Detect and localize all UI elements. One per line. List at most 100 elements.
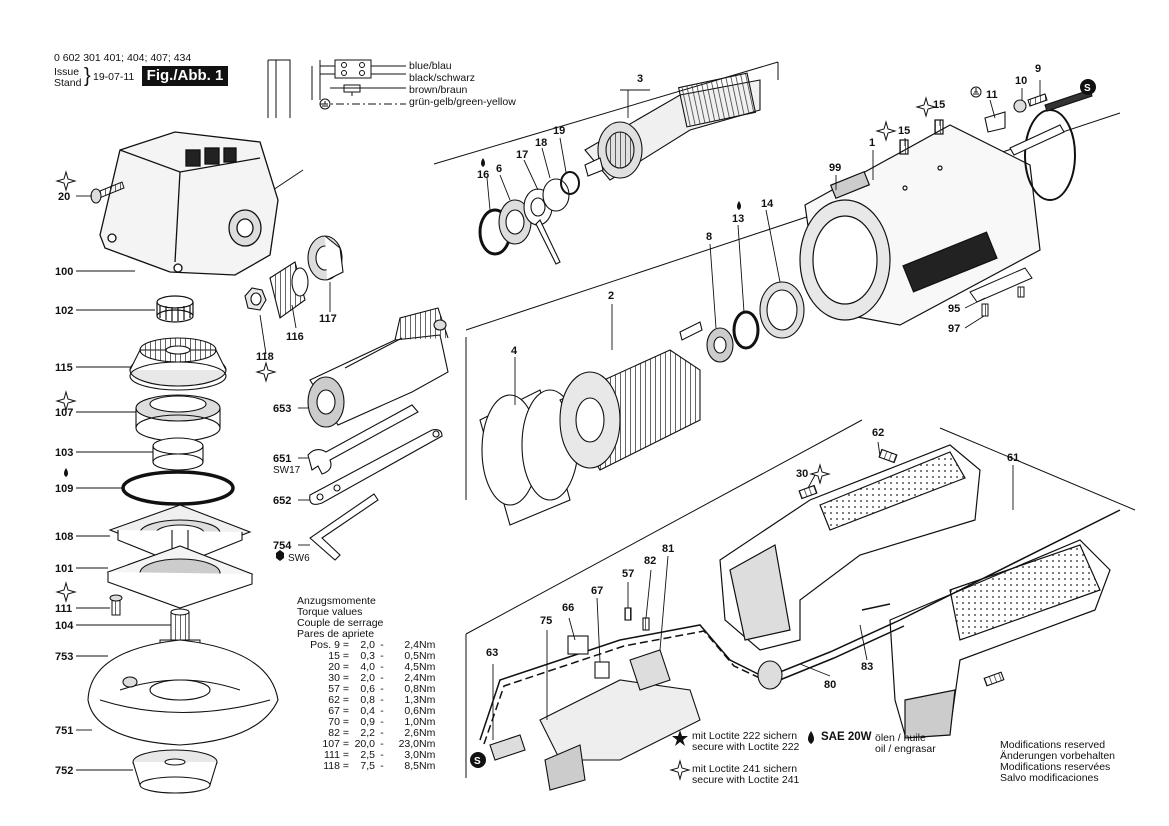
label-66: 66 bbox=[562, 602, 574, 614]
torque-sep: - bbox=[380, 716, 384, 728]
label-63: 63 bbox=[486, 647, 498, 659]
torque-pos: 67 = bbox=[328, 705, 349, 717]
torque-min: 20,0 bbox=[354, 738, 375, 750]
torque-max: 1,0 bbox=[404, 716, 419, 728]
wire-brown: brown/braun bbox=[409, 84, 468, 96]
label-1: 1 bbox=[869, 137, 875, 149]
torque-sep: - bbox=[380, 661, 384, 673]
torque-min: 0,4 bbox=[360, 705, 375, 717]
loctite-241-en: secure with Loctite 241 bbox=[692, 774, 800, 786]
torque-sep: - bbox=[380, 683, 384, 695]
torque-unit: Nm bbox=[419, 694, 436, 706]
torque-unit: Nm bbox=[419, 727, 436, 739]
torque-pos: 57 = bbox=[328, 683, 349, 695]
label-9: 9 bbox=[1035, 63, 1041, 75]
torque-sep: - bbox=[380, 694, 384, 706]
torque-max: 8,5 bbox=[404, 760, 419, 772]
label-116: 116 bbox=[286, 331, 304, 343]
torque-min: 0,9 bbox=[360, 716, 375, 728]
torque-max: 2,6 bbox=[404, 727, 419, 739]
wire-black: black/schwarz bbox=[409, 72, 475, 84]
label-102: 102 bbox=[55, 305, 73, 317]
label-15b: 15 bbox=[933, 99, 945, 111]
torque-title-es: Pares de apriete bbox=[297, 628, 375, 640]
label-16: 16 bbox=[477, 169, 489, 181]
label-2: 2 bbox=[608, 290, 614, 302]
label-117: 117 bbox=[319, 313, 337, 325]
torque-max: 4,5 bbox=[404, 661, 419, 673]
label-30: 30 bbox=[796, 468, 808, 480]
torque-pos: 111 = bbox=[323, 749, 349, 761]
label-754-sw6: SW6 bbox=[288, 553, 310, 564]
label-109: 109 bbox=[55, 483, 73, 495]
torque-sep: - bbox=[380, 650, 384, 662]
loctite-222-de: mit Loctite 222 sichern bbox=[692, 730, 798, 742]
brace: } bbox=[84, 65, 91, 87]
torque-unit: Nm bbox=[419, 683, 436, 695]
stand-label: Stand bbox=[54, 77, 82, 89]
label-75: 75 bbox=[540, 615, 552, 627]
torque-unit: Nm bbox=[419, 760, 436, 772]
lubricant-code: SAE 20W bbox=[821, 731, 872, 743]
label-19: 19 bbox=[553, 125, 565, 137]
svg-text:S: S bbox=[474, 756, 481, 767]
torque-max: 0,5 bbox=[404, 650, 419, 662]
torque-min: 2,0 bbox=[360, 639, 375, 651]
torque-max: 0,6 bbox=[404, 705, 419, 717]
label-8: 8 bbox=[706, 231, 712, 243]
torque-unit: Nm bbox=[419, 661, 436, 673]
label-108: 108 bbox=[55, 531, 73, 543]
torque-max: 1,3 bbox=[404, 694, 419, 706]
label-118: 118 bbox=[256, 351, 274, 363]
label-81: 81 bbox=[662, 543, 674, 555]
label-752: 752 bbox=[55, 765, 73, 777]
torque-max: 0,8 bbox=[404, 683, 419, 695]
label-15a: 15 bbox=[898, 125, 910, 137]
label-6: 6 bbox=[496, 163, 502, 175]
issue-label: Issue bbox=[54, 66, 80, 78]
label-651-sw17: SW17 bbox=[273, 465, 301, 476]
torque-pos: 70 = bbox=[328, 716, 349, 728]
gear-housing bbox=[99, 131, 279, 276]
modifications-es: Salvo modificaciones bbox=[1000, 772, 1099, 784]
label-104: 104 bbox=[55, 620, 74, 632]
wire-blue: blue/blau bbox=[409, 60, 452, 72]
torque-max: 2,4 bbox=[404, 672, 419, 684]
torque-sep: - bbox=[380, 639, 384, 651]
torque-unit: Nm bbox=[419, 716, 436, 728]
label-3: 3 bbox=[637, 73, 643, 85]
torque-unit: Nm bbox=[419, 705, 436, 717]
loctite-222-en: secure with Loctite 222 bbox=[692, 741, 800, 753]
label-57: 57 bbox=[622, 568, 634, 580]
label-100: 100 bbox=[55, 266, 73, 278]
torque-min: 2,5 bbox=[360, 749, 375, 761]
torque-unit: Nm bbox=[419, 650, 436, 662]
torque-min: 4,0 bbox=[360, 661, 375, 673]
loctite-241-de: mit Loctite 241 sichern bbox=[692, 763, 798, 775]
torque-pos: 15 = bbox=[328, 650, 349, 662]
torque-unit: Nm bbox=[419, 738, 436, 750]
label-17: 17 bbox=[516, 149, 528, 161]
torque-min: 7,5 bbox=[360, 760, 375, 772]
lubricant-text1: ölen / huile bbox=[875, 732, 926, 744]
label-754: 754 bbox=[273, 540, 292, 552]
torque-unit: Nm bbox=[419, 749, 436, 761]
torque-pos: 30 = bbox=[328, 672, 349, 684]
label-99: 99 bbox=[829, 162, 841, 174]
wire-green-yellow: grün-gelb/green-yellow bbox=[409, 96, 516, 108]
label-4: 4 bbox=[511, 345, 518, 357]
issue-date: 19-07-11 bbox=[93, 71, 135, 83]
torque-min: 2,2 bbox=[360, 727, 375, 739]
torque-max: 2,4 bbox=[404, 639, 419, 651]
torque-unit: Nm bbox=[419, 672, 436, 684]
label-83: 83 bbox=[861, 661, 873, 673]
